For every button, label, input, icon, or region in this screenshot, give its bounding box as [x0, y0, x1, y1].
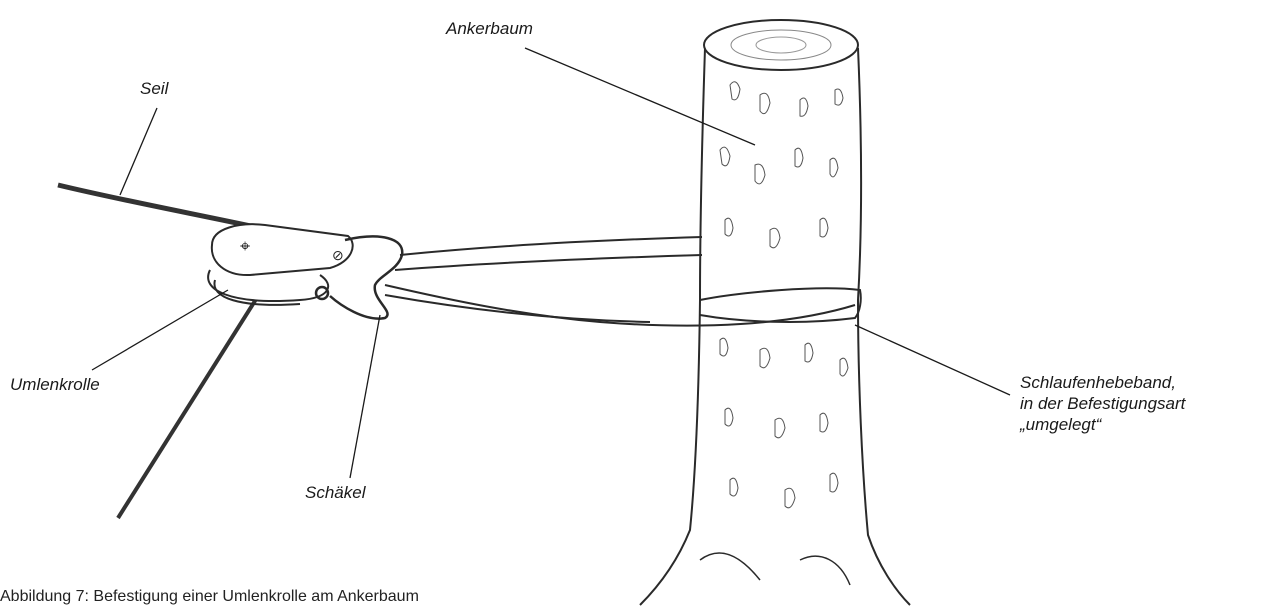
leader-seil: [120, 108, 157, 195]
tree-top-cut: [704, 20, 858, 70]
sling-upper-strand: [400, 237, 702, 255]
label-schlaufenhebeband-line-2: in der Befestigungsart: [1020, 393, 1185, 414]
label-schlaufenhebeband-line-1: Schlaufenhebeband,: [1020, 372, 1185, 393]
rope-incoming: [58, 185, 260, 228]
anchor-tree: [640, 20, 910, 605]
sling-around-tree: [700, 288, 861, 322]
leader-schaekel: [350, 315, 380, 478]
label-ankerbaum: Ankerbaum: [446, 18, 533, 39]
tree-root: [700, 553, 850, 585]
leader-ankerbaum: [525, 48, 755, 145]
rope-outgoing: [118, 285, 265, 518]
sling-upper-strand: [395, 255, 702, 270]
leader-umlenkrolle: [92, 290, 228, 370]
label-umlenkrolle: Umlenkrolle: [10, 374, 100, 395]
round-sling: [385, 237, 861, 326]
sling-lower-strand: [385, 295, 650, 322]
pulley-axle-mark: ⌖: [240, 236, 250, 256]
label-seil: Seil: [140, 78, 168, 99]
tree-trunk-right-edge: [858, 48, 910, 605]
leader-schlaufenhebeband: [855, 325, 1010, 395]
pulley-bolt-mark: ⊘: [332, 247, 344, 263]
label-schlaufenhebeband: Schlaufenhebeband, in der Befestigungsar…: [1020, 372, 1185, 435]
figure-caption: Abbildung 7: Befestigung einer Umlenkrol…: [0, 588, 419, 606]
label-schaekel: Schäkel: [305, 482, 365, 503]
label-schlaufenhebeband-line-3: „umgelegt“: [1020, 414, 1185, 435]
pulley-wheel: [208, 270, 328, 301]
pulley: ⌖ ⊘: [208, 224, 353, 305]
